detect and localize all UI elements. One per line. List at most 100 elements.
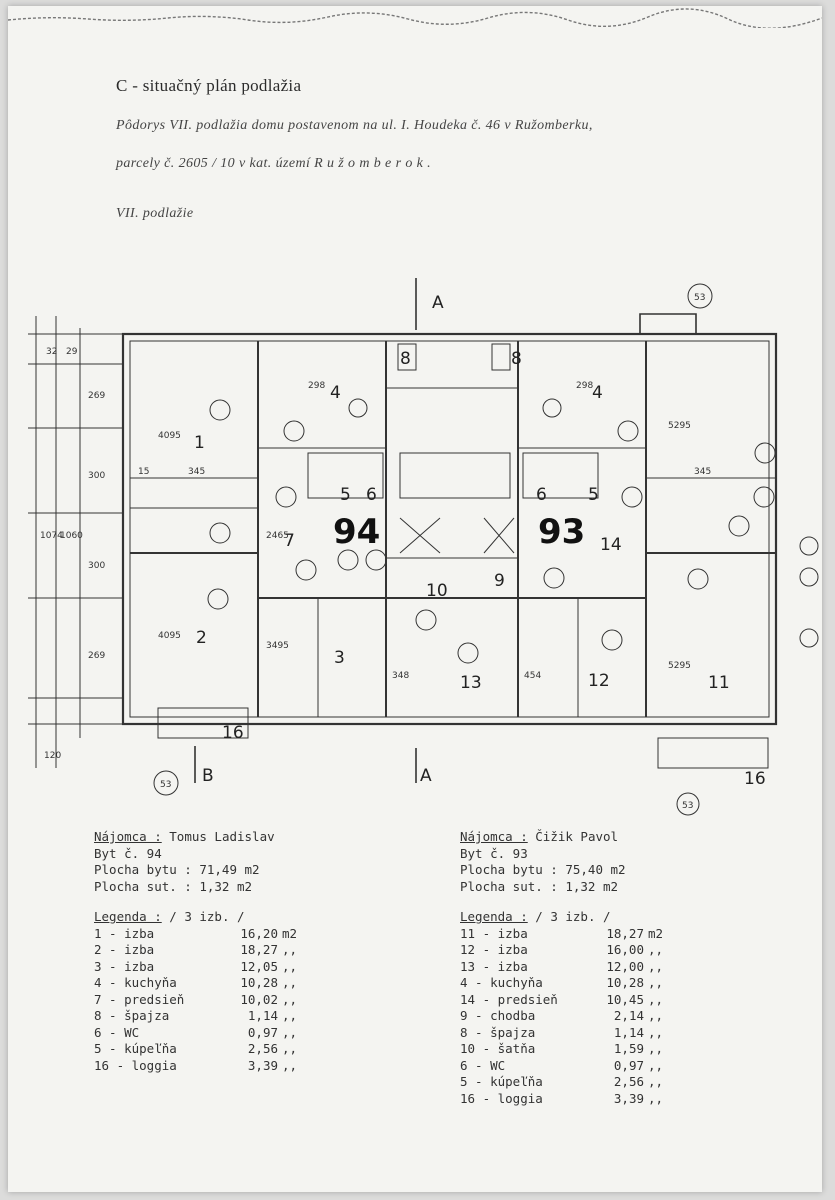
legend-area: 12,00	[606, 958, 644, 974]
flat-number-right: 93	[538, 512, 585, 552]
cellar-area-left: Plocha sut. : 1,32 m2	[94, 878, 253, 894]
tenant-name-right: Čižik Pavol	[535, 829, 619, 844]
room-5-right: 5	[588, 485, 599, 505]
legend-unit: ,,	[282, 1057, 298, 1073]
legend-unit: ,,	[648, 1074, 664, 1089]
legend-area: 2,56	[247, 1041, 278, 1056]
legend-label-left: Legenda :	[94, 909, 162, 924]
legend-room: 16 - loggia	[94, 1057, 177, 1073]
room-11: 11	[708, 673, 730, 693]
legend-unit: ,,	[648, 942, 664, 957]
tenant-label-left: Nájomca :	[94, 829, 162, 844]
dim-120: 120	[44, 751, 61, 761]
ref-53-top: 53	[694, 293, 705, 303]
legend-area: 12,05	[240, 958, 278, 974]
room-7: 7	[284, 531, 295, 551]
dim-298-right: 298	[576, 381, 593, 391]
dim-300-b: 300	[88, 561, 105, 571]
torn-top-edge	[8, 8, 822, 28]
legend-room: 6 - WC	[460, 1057, 506, 1073]
legend-room: 5 - kúpeľňa	[94, 1041, 177, 1056]
legend-area: 18,27	[240, 942, 278, 957]
legend-unit: m2	[282, 925, 298, 941]
legend-room: 8 - špajza	[94, 1008, 170, 1023]
legend-area: 1,14	[247, 1008, 278, 1023]
dim-454: 454	[524, 671, 541, 681]
legend-row: 8 - špajza 1,14,,	[94, 1008, 297, 1025]
dim-2465: 2465	[266, 531, 289, 541]
room-13: 13	[460, 673, 482, 693]
legend-suffix-right: / 3 izb. /	[535, 909, 611, 924]
flat-number-left: 94	[333, 512, 380, 552]
floor-label: VII. podlažie	[116, 206, 194, 221]
dim-4095-top: 4095	[158, 431, 181, 441]
legend-unit: ,,	[648, 991, 664, 1007]
room-8a: 8	[400, 349, 411, 369]
room-8b: 8	[511, 349, 522, 369]
legend-row: 7 - predsieň 10,02,,	[94, 992, 297, 1009]
room-4-right: 4	[592, 383, 603, 403]
dim-345-right: 345	[694, 467, 711, 477]
room-12: 12	[588, 671, 610, 691]
legend-unit: ,,	[282, 1008, 298, 1023]
legend-area: 10,45	[606, 991, 644, 1007]
tenant-block-left: Nájomca : Tomus Ladislav Byt č. 94 Ploch…	[94, 829, 297, 1074]
legend-area: 10,28	[240, 975, 278, 990]
dim-3495: 3495	[266, 641, 289, 651]
document-title: C - situačný plán podlažia	[116, 76, 302, 95]
legend-unit: ,,	[648, 1090, 664, 1106]
legend-room: 7 - predsieň	[94, 991, 185, 1007]
room-6-left: 6	[366, 485, 377, 505]
room-5-left: 5	[340, 485, 351, 505]
legend-room: 12 - izba	[460, 942, 528, 957]
room-1: 1	[194, 433, 205, 453]
dim-1074: 1074	[40, 531, 63, 541]
room-14: 14	[600, 535, 622, 555]
legend-area: 16,20	[240, 925, 278, 941]
dim-300-a: 300	[88, 471, 105, 481]
tenant-label-right: Nájomca :	[460, 829, 528, 844]
ref-53-left: 53	[160, 780, 171, 790]
flat-number-text-left: Byt č. 94	[94, 845, 162, 861]
legend-unit: ,,	[648, 1057, 664, 1073]
dim-348: 348	[392, 671, 409, 681]
legend-room: 2 - izba	[94, 942, 155, 957]
legend-unit: ,,	[648, 975, 664, 990]
legend-area: 2,14	[613, 1008, 644, 1023]
legend-area: 16,00	[606, 942, 644, 957]
legend-label-right: Legenda :	[460, 909, 528, 924]
dim-5295-top: 5295	[668, 421, 691, 431]
legend-room: 4 - kuchyňa	[460, 975, 543, 990]
legend-area: 3,39	[247, 1057, 278, 1073]
legend-room: 1 - izba	[94, 925, 155, 941]
legend-room: 16 - loggia	[460, 1090, 543, 1106]
ref-53-bottom: 53	[682, 801, 693, 811]
tenant-block-right: Nájomca : Čižik Pavol Byt č. 93 Plocha b…	[460, 829, 663, 1107]
section-a-top: A	[432, 293, 444, 313]
legend-area: 10,02	[240, 991, 278, 1007]
cellar-area-right: Plocha sut. : 1,32 m2	[460, 878, 619, 894]
legend-room: 4 - kuchyňa	[94, 975, 177, 990]
legend-room: 6 - WC	[94, 1024, 140, 1040]
document-sheet: C - situačný plán podlažia Pôdorys VII. …	[8, 6, 822, 1192]
legend-unit: ,,	[282, 991, 298, 1007]
room-9: 9	[494, 571, 505, 591]
dim-15: 15	[138, 467, 149, 477]
legend-room: 3 - izba	[94, 958, 155, 974]
legend-room: 5 - kúpeľňa	[460, 1074, 543, 1089]
dim-4095-bottom: 4095	[158, 631, 181, 641]
flat-area-left: Plocha bytu : 71,49 m2	[94, 862, 260, 877]
legend-room: 13 - izba	[460, 958, 528, 974]
